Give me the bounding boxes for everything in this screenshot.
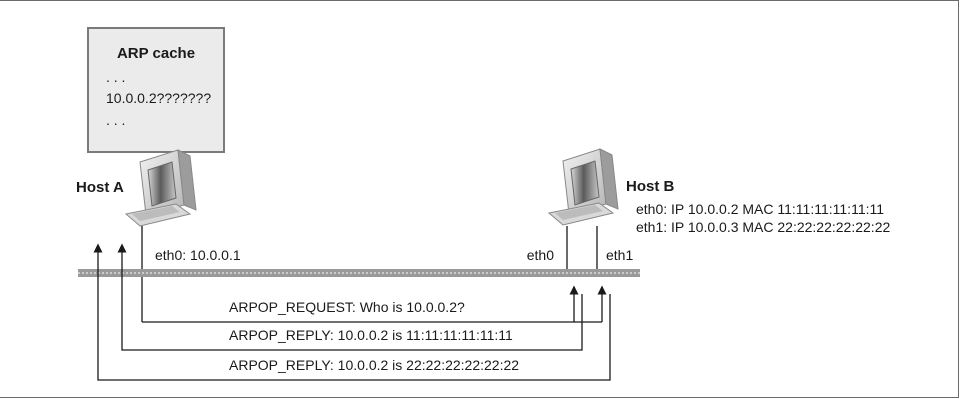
- arp-cache-title: ARP cache: [117, 45, 195, 62]
- host-b-interface-eth1: eth1: IP 10.0.0.3 MAC 22:22:22:22:22:22: [636, 219, 890, 235]
- arp-cache-box: ARP cache . . . 10.0.0.2??????? . . .: [87, 27, 225, 153]
- host-b-eth0-label: eth0: [527, 247, 554, 263]
- arp-reply-eth1-label: ARPOP_REPLY: 10.0.0.2 is 22:22:22:22:22:…: [229, 357, 519, 373]
- arp-cache-line: . . .: [106, 112, 125, 128]
- host-b-computer-icon: [547, 148, 619, 226]
- arp-request-label: ARPOP_REQUEST: Who is 10.0.0.2?: [229, 299, 465, 315]
- host-b-interface-eth0: eth0: IP 10.0.0.2 MAC 11:11:11:11:11:11: [636, 201, 884, 217]
- arp-reply-eth0-path: [117, 243, 583, 351]
- host-a-eth0-label: eth0: 10.0.0.1: [155, 247, 241, 263]
- arp-request-path: [142, 285, 607, 323]
- arp-reply-eth1-path: [93, 243, 611, 381]
- host-a-label: Host A: [76, 179, 124, 196]
- arp-reply-eth0-label: ARPOP_REPLY: 10.0.0.2 is 11:11:11:11:11:…: [229, 327, 513, 343]
- lan-segment: [78, 269, 640, 277]
- host-b-eth1-label: eth1: [606, 247, 633, 263]
- arp-cache-line: . . .: [106, 69, 125, 85]
- host-a-computer-icon: [124, 149, 197, 227]
- host-b-label: Host B: [626, 178, 675, 195]
- arp-cache-line: 10.0.0.2???????: [106, 90, 211, 106]
